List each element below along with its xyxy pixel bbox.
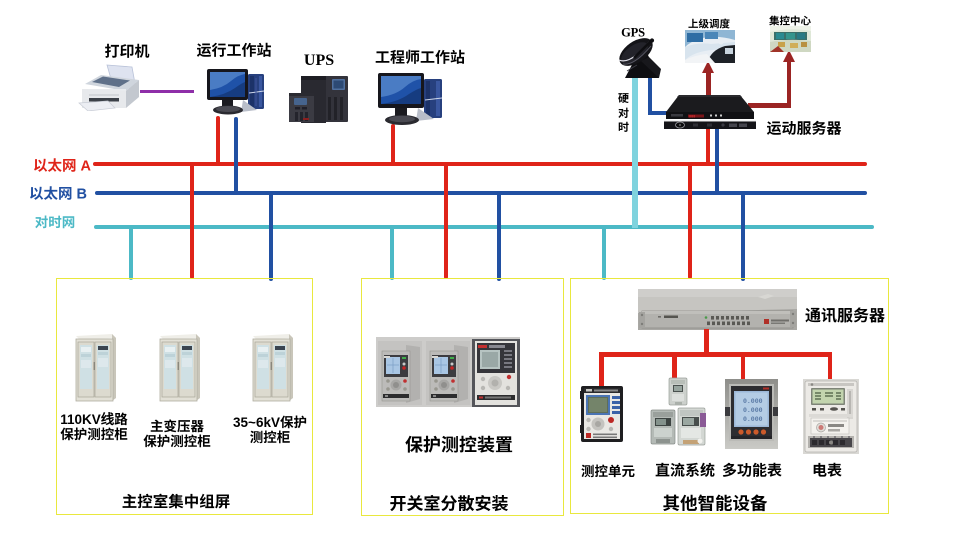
svg-text:0.000: 0.000: [743, 407, 763, 414]
svg-text:0.000: 0.000: [743, 398, 763, 405]
svg-text:888: 888: [689, 116, 695, 120]
svg-text:0.000: 0.000: [743, 416, 763, 423]
